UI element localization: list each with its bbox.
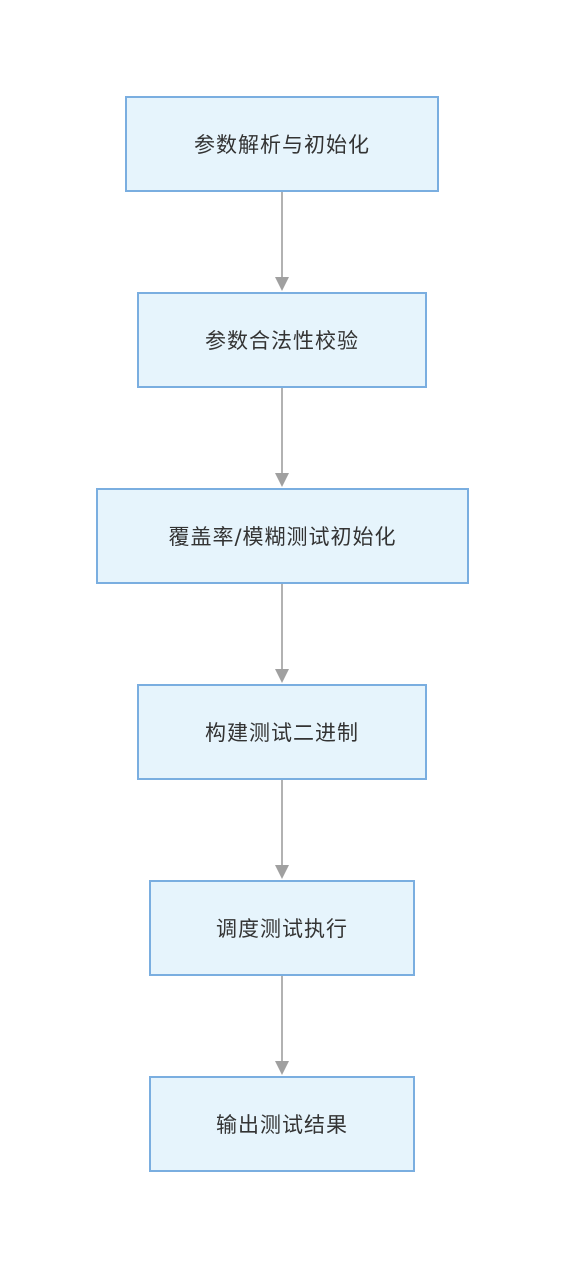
step-label: 调度测试执行	[216, 917, 348, 941]
step-label: 覆盖率/模糊测试初始化	[168, 525, 397, 549]
step-label: 构建测试二进制	[205, 721, 359, 745]
arrow-5-6	[275, 976, 289, 1075]
arrow-4-5	[275, 780, 289, 879]
step-label: 参数合法性校验	[205, 329, 359, 353]
arrow-1-2	[275, 192, 289, 291]
arrow-3-4	[275, 584, 289, 683]
step-label: 输出测试结果	[216, 1113, 348, 1137]
step-node-param-validation: 参数合法性校验	[137, 292, 427, 388]
step-node-schedule-test-run: 调度测试执行	[149, 880, 415, 976]
step-node-build-test-binary: 构建测试二进制	[137, 684, 427, 780]
step-node-output-results: 输出测试结果	[149, 1076, 415, 1172]
step-node-coverage-fuzz-init: 覆盖率/模糊测试初始化	[96, 488, 469, 584]
step-label: 参数解析与初始化	[194, 133, 370, 157]
arrow-2-3	[275, 388, 289, 487]
step-node-param-parse-init: 参数解析与初始化	[125, 96, 439, 192]
